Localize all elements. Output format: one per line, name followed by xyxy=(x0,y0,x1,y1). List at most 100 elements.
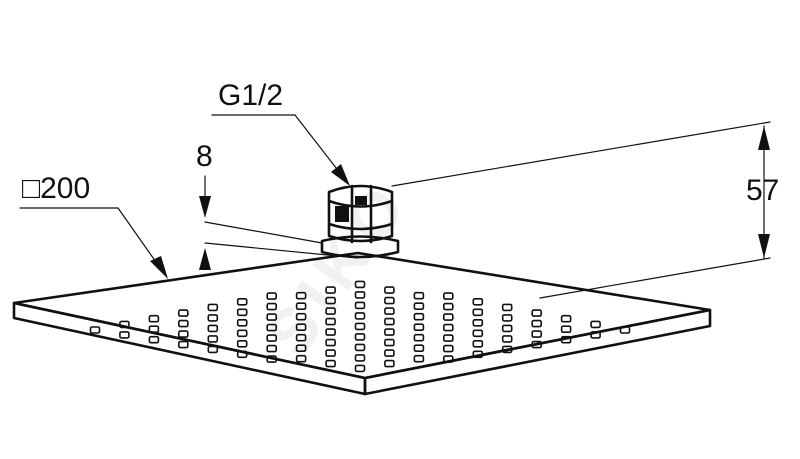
nozzle xyxy=(354,343,366,352)
nozzle xyxy=(384,359,395,368)
nozzle xyxy=(442,292,454,300)
nozzle xyxy=(442,344,454,353)
connector-flange xyxy=(320,235,400,259)
nozzle-grid xyxy=(89,280,631,373)
nozzle xyxy=(325,349,336,357)
nozzle xyxy=(501,314,513,322)
nozzle xyxy=(384,328,395,336)
nozzle xyxy=(236,318,248,327)
nozzle xyxy=(354,333,366,341)
nozzle xyxy=(119,320,130,329)
nozzle xyxy=(413,344,425,353)
nozzle xyxy=(442,302,454,311)
nozzle xyxy=(531,309,543,317)
nozzle xyxy=(325,317,336,326)
nozzle xyxy=(560,325,572,334)
nozzle xyxy=(501,335,513,343)
nozzle xyxy=(590,331,601,339)
nozzle xyxy=(413,291,425,300)
dimension-edge-thickness: 8 xyxy=(196,140,359,270)
nozzle xyxy=(560,314,572,323)
dimension-height: 57 xyxy=(391,121,779,299)
nozzle xyxy=(472,297,484,306)
nozzle xyxy=(266,323,278,332)
nozzle xyxy=(119,331,130,339)
height-arrow-top xyxy=(758,126,770,150)
nozzle xyxy=(325,296,336,305)
nozzle xyxy=(442,334,454,342)
watermark: SIKO xyxy=(252,166,424,368)
nozzle xyxy=(325,307,336,315)
nozzle xyxy=(531,330,543,338)
nozzle xyxy=(472,350,484,359)
nozzle xyxy=(236,308,248,317)
nozzle xyxy=(266,302,278,311)
nozzle xyxy=(207,345,219,354)
nozzle xyxy=(384,286,395,294)
nozzle xyxy=(207,314,219,322)
shower-plate xyxy=(12,251,712,396)
thread-label: G1/2 xyxy=(218,79,283,112)
nozzle xyxy=(531,319,543,328)
nozzle xyxy=(295,312,307,321)
nozzle xyxy=(236,339,248,348)
nozzle xyxy=(148,335,160,344)
nozzle xyxy=(89,326,101,334)
nozzle xyxy=(266,313,278,321)
nozzle xyxy=(354,280,366,289)
nozzle xyxy=(295,344,307,353)
nozzle xyxy=(384,338,395,347)
edge-arrow-top xyxy=(199,196,211,218)
nozzle xyxy=(354,354,366,362)
nozzle xyxy=(413,323,425,332)
nozzle xyxy=(178,330,189,338)
size-arrow xyxy=(150,256,168,279)
edge-thickness-label: 8 xyxy=(196,140,213,173)
nozzle xyxy=(178,309,189,317)
nozzle xyxy=(295,354,307,363)
nozzle xyxy=(384,307,395,315)
connector-body xyxy=(327,184,394,243)
dimension-thread: G1/2 xyxy=(211,79,350,186)
edge-arrow-bottom xyxy=(199,248,211,270)
nozzle xyxy=(590,320,601,329)
nozzle xyxy=(207,335,219,343)
nozzle xyxy=(236,350,248,359)
nozzle xyxy=(501,324,513,333)
nozzle xyxy=(472,318,484,327)
nozzle xyxy=(236,297,248,306)
nozzle xyxy=(384,349,395,357)
nozzle xyxy=(354,322,366,331)
nozzle xyxy=(325,359,336,368)
nozzle xyxy=(295,302,307,311)
nozzle xyxy=(413,302,425,311)
nozzle xyxy=(325,338,336,347)
nozzle xyxy=(531,340,543,349)
nozzle xyxy=(295,333,307,342)
nozzle xyxy=(413,333,425,342)
nozzle xyxy=(619,326,631,334)
nozzle xyxy=(236,329,248,338)
nozzle xyxy=(266,344,278,353)
thread-arrow xyxy=(331,164,350,186)
nozzle xyxy=(354,364,366,373)
nozzle xyxy=(178,319,189,328)
nozzle xyxy=(472,339,484,348)
nozzle xyxy=(325,328,336,336)
nozzle xyxy=(501,303,513,312)
size-label: □200 xyxy=(22,172,90,205)
nozzle xyxy=(354,291,366,299)
nozzle xyxy=(266,355,278,363)
nozzle xyxy=(295,291,307,300)
nozzle xyxy=(295,323,307,332)
height-arrow-bottom xyxy=(758,234,770,258)
nozzle xyxy=(207,303,219,312)
nozzle xyxy=(148,314,160,323)
nozzle xyxy=(325,286,336,294)
nozzle xyxy=(178,340,189,349)
nozzle xyxy=(354,301,366,310)
nozzle xyxy=(501,345,513,354)
nozzle xyxy=(207,324,219,333)
nozzle xyxy=(442,313,454,321)
height-label: 57 xyxy=(746,174,779,207)
